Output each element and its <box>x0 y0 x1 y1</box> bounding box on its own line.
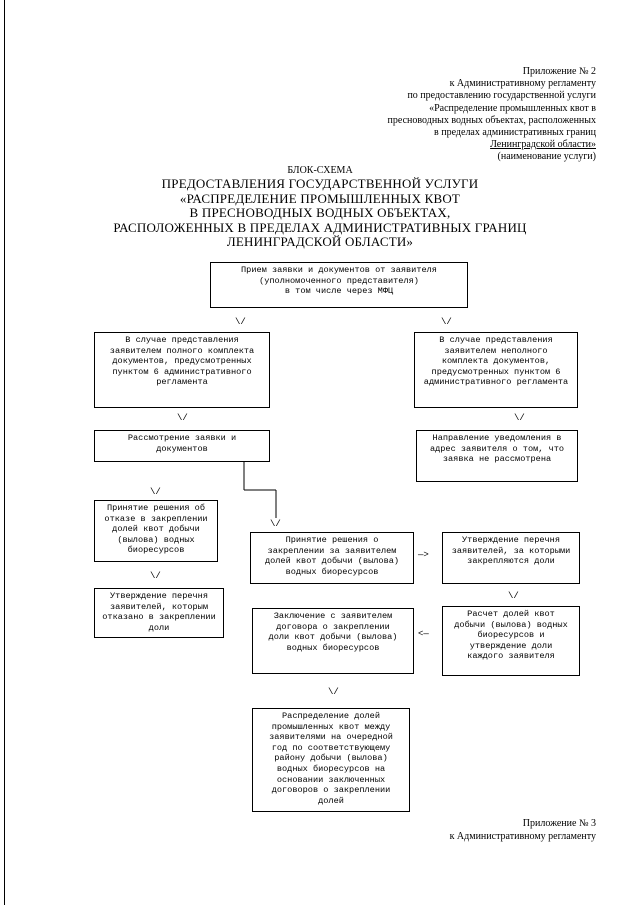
title-line: В ПРЕСНОВОДНЫХ ВОДНЫХ ОБЪЕКТАХ, <box>189 205 451 220</box>
arrow-down-icon: \/ <box>441 317 452 327</box>
page-title: БЛОК-СХЕМА ПРЕДОСТАВЛЕНИЯ ГОСУДАРСТВЕННО… <box>0 165 640 250</box>
arrow-down-icon: \/ <box>328 687 339 697</box>
header-line: по предоставлению государственной услуги <box>407 90 596 102</box>
arrow-down-icon: \/ <box>177 413 188 423</box>
arrow-down-icon: \/ <box>270 519 281 529</box>
node-refused-list: Утверждение перечня заявителей, которым … <box>94 588 224 638</box>
arrow-down-icon: \/ <box>514 413 525 423</box>
arrow-down-icon: \/ <box>508 591 519 601</box>
node-full-set: В случае представления заявителем полног… <box>94 332 270 408</box>
node-review: Рассмотрение заявки и документов <box>94 430 270 462</box>
node-notify: Направление уведомления в адрес заявител… <box>416 430 578 482</box>
title-line: ЛЕНИНГРАДСКОЙ ОБЛАСТИ» <box>226 234 414 249</box>
page-edge-line <box>4 0 5 905</box>
node-assign-decision: Принятие решения о закреплении за заявит… <box>250 532 414 584</box>
arrow-down-icon: \/ <box>235 317 246 327</box>
title-line: РАСПОЛОЖЕННЫХ В ПРЕДЕЛАХ АДМИНИСТРАТИВНЫ… <box>113 219 527 235</box>
node-contract: Заключение с заявителем договора о закре… <box>252 608 414 674</box>
appendix-footer: Приложение № 3 к Административному регла… <box>450 818 596 843</box>
header-line: Ленинградской области» <box>490 139 596 151</box>
title-label: БЛОК-СХЕМА <box>287 165 353 176</box>
node-distribution: Распределение долей промышленных квот ме… <box>252 708 410 812</box>
arrow-down-icon: \/ <box>150 571 161 581</box>
arrow-left-icon: <— <box>418 629 429 639</box>
appendix-header: Приложение № 2 к Административному регла… <box>388 66 596 164</box>
header-line: пресноводных водных объектах, расположен… <box>387 114 596 126</box>
footer-line: Приложение № 3 <box>522 818 596 829</box>
title-line: «РАСПРЕДЕЛЕНИЕ ПРОМЫШЛЕННЫХ КВОТ <box>179 190 461 206</box>
arrow-right-icon: —> <box>418 550 429 560</box>
header-line: (наименование услуги) <box>497 151 596 163</box>
node-refusal-decision: Принятие решения об отказе в закреплении… <box>94 500 218 562</box>
header-line: Приложение № 2 <box>522 66 596 77</box>
node-approve-list: Утверждение перечня заявителей, за котор… <box>442 532 580 584</box>
node-reception: Прием заявки и документов от заявителя (… <box>210 262 468 308</box>
arrow-down-icon: \/ <box>150 487 161 497</box>
node-incomplete-set: В случае представления заявителем неполн… <box>414 332 578 408</box>
title-line: ПРЕДОСТАВЛЕНИЯ ГОСУДАРСТВЕННОЙ УСЛУГИ <box>161 176 479 191</box>
header-line: «Распределение промышленных квот в <box>429 102 596 114</box>
footer-line: к Административному регламенту <box>449 830 596 842</box>
header-line: в пределах административных границ <box>434 127 596 139</box>
node-calc-shares: Расчет долей квот добычи (вылова) водных… <box>442 606 580 676</box>
header-line: к Административному регламенту <box>449 78 596 90</box>
